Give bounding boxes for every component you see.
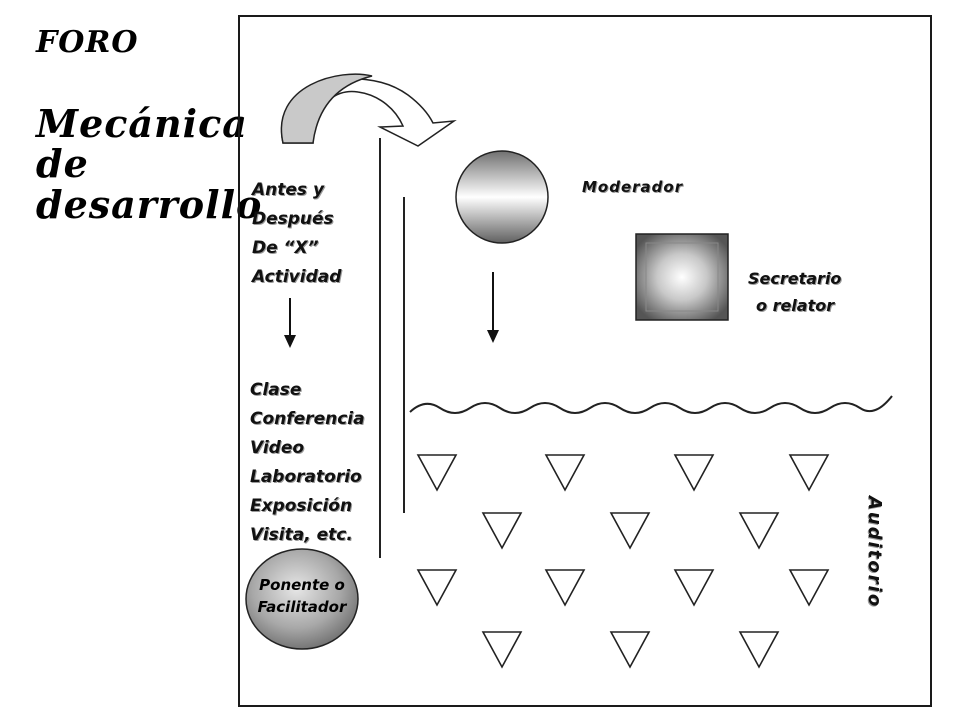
audience-seat-icon xyxy=(416,569,458,607)
audience-seat-icon xyxy=(673,454,715,492)
arrow-down-icon xyxy=(284,298,296,348)
audience-seat-icon xyxy=(481,512,523,550)
label-line: Antes y xyxy=(252,180,325,200)
activity-item: Visita, etc. xyxy=(250,525,353,545)
speaker-ellipse xyxy=(245,548,359,650)
label-line: Después xyxy=(252,209,334,229)
audience-seat-icon xyxy=(609,631,651,669)
audience-seat-icon xyxy=(738,631,780,669)
moderator-label: Moderador xyxy=(582,178,684,196)
moderator-sphere xyxy=(455,150,549,244)
activity-item: Laboratorio xyxy=(250,467,362,487)
activity-item: Conferencia xyxy=(250,409,365,429)
audience-seats xyxy=(416,454,830,669)
slide-title: FORO Mecánica de desarrollo xyxy=(36,25,263,227)
activity-item: Video xyxy=(250,438,305,458)
activity-item: Exposición xyxy=(250,496,353,516)
audience-seat-icon xyxy=(788,454,830,492)
audience-seat-icon xyxy=(544,454,586,492)
label-line: De “X” xyxy=(252,238,319,258)
secretary-line: Secretario xyxy=(748,269,842,288)
speaker-line: Facilitador xyxy=(257,598,347,616)
speaker-line: Ponente o xyxy=(259,576,345,594)
audience-seat-icon xyxy=(738,512,780,550)
title-subtitle: Mecánica de desarrollo xyxy=(36,101,263,227)
speaker-label: Ponente o Facilitador xyxy=(248,574,356,618)
audience-seat-icon xyxy=(788,569,830,607)
diagram-frame xyxy=(238,15,932,707)
before-after-label: Antes y Después De “X” Actividad xyxy=(252,176,341,292)
audience-label: Auditorio xyxy=(864,496,885,609)
activity-item: Clase xyxy=(250,380,302,400)
curved-arrow-icon xyxy=(280,73,457,147)
label-line: Actividad xyxy=(252,267,342,287)
audience-seat-icon xyxy=(673,569,715,607)
audience-seat-icon xyxy=(544,569,586,607)
secretary-label: Secretario o relator xyxy=(748,265,841,319)
audience-seat-icon xyxy=(416,454,458,492)
activities-list: Clase Conferencia Video Laboratorio Expo… xyxy=(250,376,365,550)
secretary-line: o relator xyxy=(756,296,835,315)
title-foro: FORO xyxy=(36,25,139,60)
audience-seat-icon xyxy=(481,631,523,669)
audience-seat-icon xyxy=(609,512,651,550)
wavy-divider xyxy=(409,395,893,414)
secretary-square xyxy=(635,233,729,321)
arrow-down-icon xyxy=(487,272,499,343)
